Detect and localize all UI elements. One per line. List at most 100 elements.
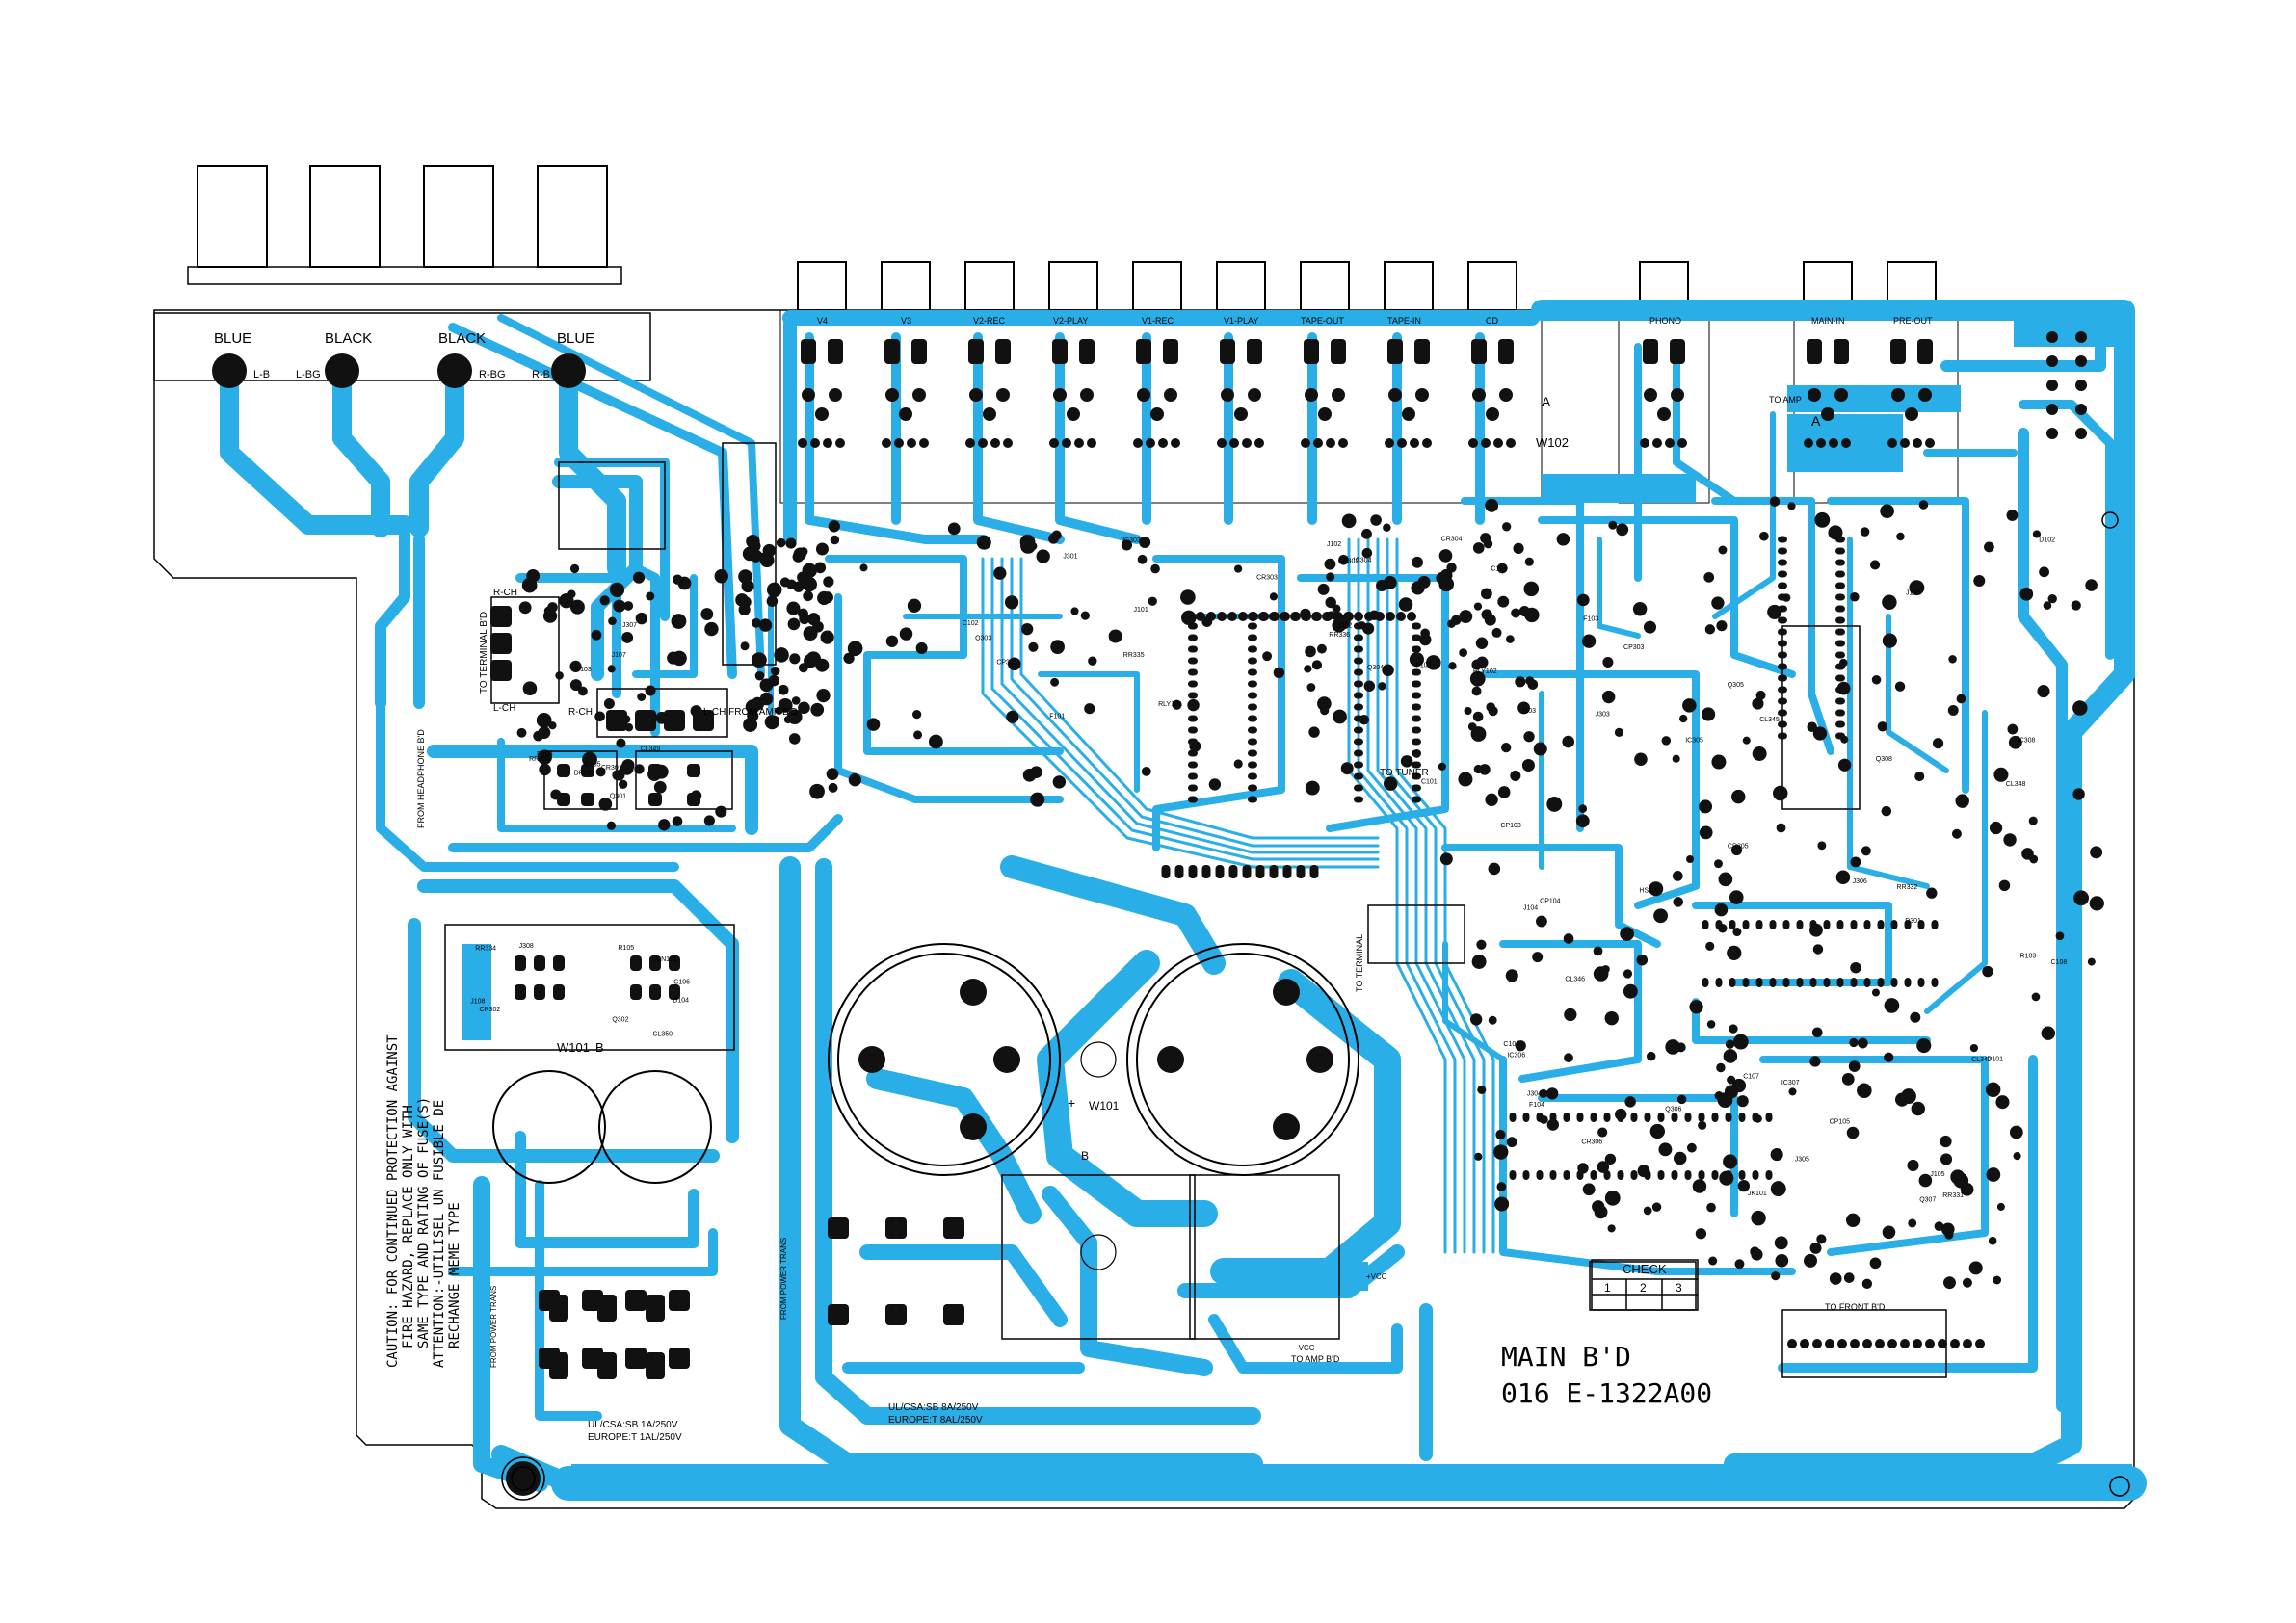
- solder-pad: [1754, 1114, 1762, 1123]
- component-ref: CP105: [1830, 1119, 1851, 1126]
- solder-pad: [1524, 557, 1534, 566]
- solder-pad: [912, 709, 922, 720]
- solder-pad: [1248, 738, 1257, 746]
- solder-pad: [1835, 570, 1845, 578]
- solder-pad: [798, 701, 810, 715]
- solder-pad: [1563, 1170, 1570, 1180]
- solder-pad: [1652, 438, 1662, 448]
- solder-pad: [625, 1348, 647, 1369]
- component-ref: CP302: [1338, 558, 1359, 564]
- solder-pad: [1412, 634, 1421, 641]
- solder-pad: [828, 1304, 849, 1325]
- solder-pad: [1470, 726, 1487, 742]
- component-ref: J301: [1063, 554, 1077, 561]
- solder-pad: [1536, 1170, 1544, 1180]
- solder-pad: [548, 721, 557, 730]
- solder-pad: [809, 783, 825, 799]
- solder-pad: [646, 1295, 665, 1322]
- solder-pad: [1705, 941, 1715, 951]
- solder-pad: [1860, 527, 1870, 537]
- solder-pad: [1778, 674, 1787, 682]
- solder-pad: [1925, 438, 1935, 448]
- solder-pad: [1080, 388, 1094, 402]
- solder-pad: [607, 665, 616, 673]
- solder-pad: [1800, 1339, 1809, 1348]
- solder-pad: [1850, 591, 1860, 602]
- solder-pad: [2046, 428, 2058, 439]
- label-from-power-trans-left: FROM POWER TRANS: [489, 1286, 498, 1368]
- solder-pad: [1836, 681, 1851, 695]
- solder-pad: [1988, 1236, 1997, 1245]
- solder-pad: [1882, 1225, 1896, 1240]
- solder-pad: [1412, 761, 1421, 769]
- solder-pad: [1673, 897, 1683, 907]
- caution-line: CAUTION: FOR CONTINUED PROTECTION AGAINS…: [385, 1034, 401, 1368]
- solder-pad: [1331, 339, 1346, 364]
- solder-pad: [1158, 438, 1168, 448]
- check-col: 1: [1604, 1281, 1611, 1295]
- rca-jack-block: [779, 261, 1959, 504]
- solder-pad: [1676, 1094, 1687, 1105]
- solder-pad: [1188, 726, 1198, 734]
- solder-pad: [1400, 755, 1413, 768]
- solder-pad: [1835, 547, 1845, 555]
- solder-pad: [2055, 931, 2065, 941]
- solder-pad: [1148, 596, 1157, 606]
- component-ref-labels: RLY101RLY102CP103CP104CP105R103R104R105C…: [470, 536, 2067, 1203]
- solder-pad: [1718, 923, 1728, 933]
- solder-pad: [2090, 846, 2103, 859]
- solder-pad: [1228, 865, 1238, 878]
- component-ref: F103: [1583, 616, 1598, 623]
- solder-pad: [1835, 582, 1845, 589]
- solder-pad: [625, 1290, 647, 1311]
- solder-pad: [1624, 1096, 1636, 1108]
- solder-pad: [1498, 339, 1514, 364]
- solder-pad: [1305, 645, 1316, 658]
- solder-pad: [1201, 616, 1213, 627]
- solder-pad: [1770, 1181, 1786, 1197]
- solder-pad: [1835, 720, 1845, 728]
- solder-pad: [1848, 1060, 1861, 1072]
- solder-pad: [1917, 978, 1925, 987]
- component-ref: J108: [470, 999, 485, 1006]
- component-ref: RLY101: [1158, 701, 1182, 708]
- solder-pad: [1215, 865, 1225, 878]
- solder-pad: [1576, 1113, 1584, 1122]
- solder-pad: [810, 438, 820, 448]
- solder-pad: [649, 984, 661, 1000]
- solder-pad: [1304, 665, 1312, 673]
- solder-pad: [1862, 1339, 1872, 1348]
- solder-pad: [785, 537, 797, 549]
- solder-pad: [1476, 939, 1487, 950]
- solder-pad: [1632, 602, 1648, 616]
- solder-pad: [1702, 978, 1709, 987]
- solder-pad: [1217, 438, 1227, 448]
- solder-pad: [1481, 609, 1492, 620]
- solder-pad: [947, 522, 961, 536]
- solder-pad: [581, 793, 594, 806]
- check-col: 3: [1676, 1281, 1682, 1295]
- solder-pad: [1412, 668, 1421, 676]
- solder-pad: [1894, 681, 1906, 692]
- solder-pad: [1809, 1242, 1822, 1254]
- solder-pad: [212, 353, 247, 388]
- solder-pad: [1778, 628, 1787, 636]
- solder-pad: [1814, 511, 1831, 528]
- solder-pad: [1471, 686, 1482, 696]
- solder-pad: [1067, 407, 1080, 421]
- solder-pad: [1731, 1078, 1747, 1093]
- solder-pad: [1549, 1170, 1557, 1180]
- solder-pad: [1309, 865, 1319, 878]
- solder-pad: [1577, 1163, 1589, 1174]
- solder-pad: [798, 438, 807, 448]
- component-ref: CL346: [1565, 976, 1585, 982]
- solder-pad: [1273, 979, 1300, 1006]
- solder-pad: [1592, 1200, 1605, 1214]
- solder-pad: [1857, 1083, 1872, 1099]
- solder-pad: [1778, 709, 1787, 717]
- solder-pad: [1759, 531, 1769, 541]
- solder-pad: [1917, 339, 1933, 364]
- solder-pad: [1370, 514, 1382, 526]
- solder-pad: [1608, 520, 1618, 530]
- solder-pad: [616, 738, 626, 748]
